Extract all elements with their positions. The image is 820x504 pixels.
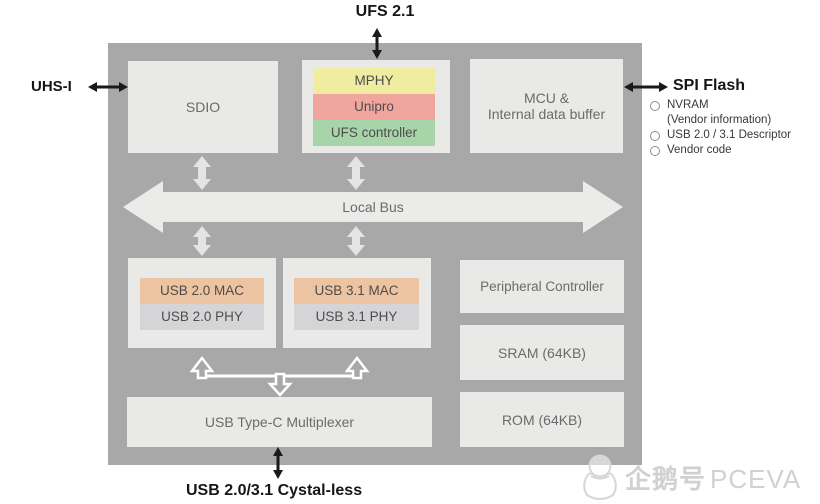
block-usb-typec-multiplexer: USB Type-C Multiplexer	[127, 397, 432, 447]
block-usb2: USB 2.0 MAC USB 2.0 PHY	[128, 258, 276, 348]
label-ufs21: UFS 2.1	[355, 3, 415, 20]
list-item-label: Vendor code	[667, 144, 732, 156]
block-usb31: USB 3.1 MAC USB 3.1 PHY	[283, 258, 431, 348]
block-ufs-stack: MPHY Unipro UFS controller	[302, 60, 450, 153]
spi-flash-list: NVRAM (Vendor information) USB 2.0 / 3.1…	[650, 98, 791, 158]
list-item-label: USB 2.0 / 3.1 Descriptor	[667, 129, 791, 141]
block-rom: ROM (64KB)	[460, 392, 624, 447]
layer-usb2-mac: USB 2.0 MAC	[140, 278, 264, 304]
block-peripheral-controller-label: Peripheral Controller	[480, 278, 604, 294]
block-sram-label: SRAM (64KB)	[498, 344, 586, 361]
list-item: NVRAM	[650, 98, 791, 113]
block-peripheral-controller: Peripheral Controller	[460, 260, 624, 313]
layer-ufs-controller: UFS controller	[313, 120, 435, 146]
circle-bullet-icon	[650, 146, 660, 156]
label-uhsi: UHS-I	[31, 78, 72, 95]
block-mcu: MCU & Internal data buffer	[470, 59, 623, 153]
block-mcu-line1: MCU &	[523, 90, 570, 106]
layer-usb2-phy: USB 2.0 PHY	[140, 304, 264, 330]
label-usb-crystal-less: USB 2.0/3.1 Cystal-less	[186, 482, 363, 499]
block-sdio-label: SDIO	[185, 99, 221, 115]
block-sdio: SDIO	[128, 61, 278, 153]
layer-mphy: MPHY	[313, 68, 435, 94]
local-bus-label: Local Bus	[342, 199, 404, 215]
watermark-cn: 企鹅号	[625, 464, 707, 494]
list-item-label: NVRAM	[667, 99, 709, 111]
layer-unipro: Unipro	[313, 94, 435, 120]
label-spi-flash: SPI Flash	[673, 77, 746, 94]
circle-bullet-icon	[650, 101, 660, 111]
block-mcu-line2: Internal data buffer	[487, 106, 606, 122]
list-item: Vendor code	[650, 143, 791, 158]
circle-bullet-icon	[650, 131, 660, 141]
block-sram: SRAM (64KB)	[460, 325, 624, 380]
layer-usb31-mac: USB 3.1 MAC	[294, 278, 419, 304]
list-item: USB 2.0 / 3.1 Descriptor	[650, 128, 791, 143]
block-usb-typec-multiplexer-label: USB Type-C Multiplexer	[204, 414, 355, 430]
list-item-note: (Vendor information)	[667, 114, 772, 126]
watermark-en: PCEVA	[710, 464, 802, 494]
block-rom-label: ROM (64KB)	[501, 411, 583, 428]
layer-usb31-phy: USB 3.1 PHY	[294, 304, 419, 330]
